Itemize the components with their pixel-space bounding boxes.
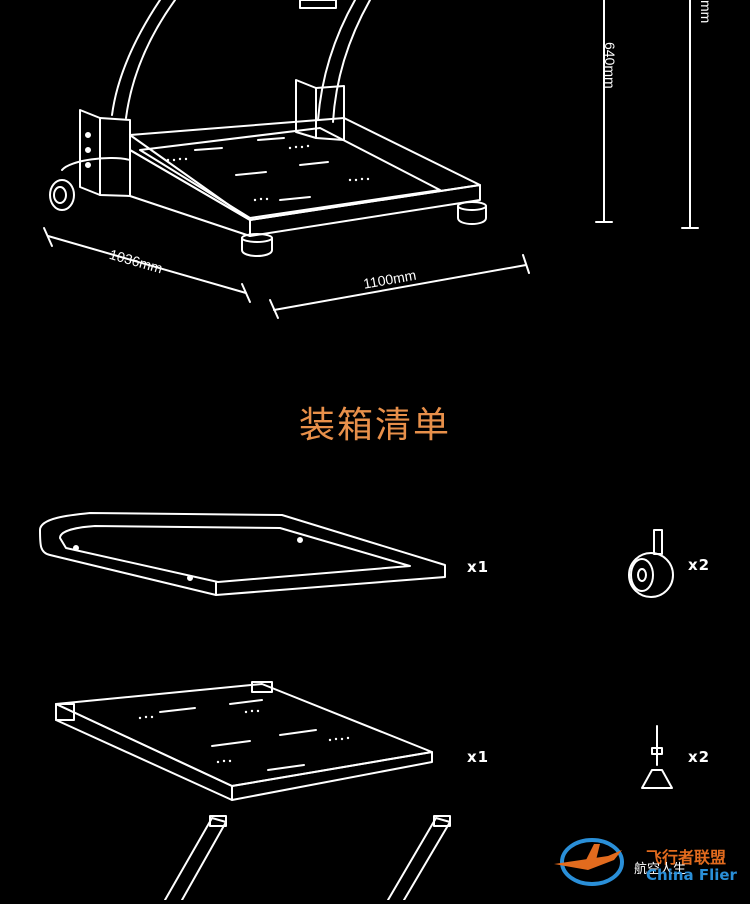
u-frame-drawing xyxy=(39,512,446,596)
perforation-dots xyxy=(138,144,370,764)
side-tubes-drawing xyxy=(164,815,451,901)
height-dimension-lines xyxy=(595,0,699,229)
watermark-sub-text: 航空人生 xyxy=(634,862,687,877)
height-dimension-label: 640mm xyxy=(602,42,618,89)
watermark-cn-text: 飞行者联盟 xyxy=(646,848,727,867)
assembled-stand-drawing xyxy=(49,0,487,257)
total-height-dimension-label: mm xyxy=(698,0,714,24)
pedal-plate-drawing xyxy=(55,681,433,801)
caster-wheel-drawing xyxy=(628,529,674,598)
caster-wheel-qty: x2 xyxy=(688,556,711,574)
footprint-dimension-lines xyxy=(43,227,530,319)
watermark: 飞行者联盟 航空人生 China Flier xyxy=(548,828,748,892)
leveling-foot-drawing xyxy=(641,725,673,789)
u-frame-qty: x1 xyxy=(467,558,490,576)
packing-list-title: 装箱清单 xyxy=(298,405,451,446)
watermark-plane-icon xyxy=(554,838,624,886)
watermark-en-text: China Flier xyxy=(646,866,737,884)
leveling-foot-qty: x2 xyxy=(688,748,711,766)
pedal-plate-qty: x1 xyxy=(467,748,490,766)
